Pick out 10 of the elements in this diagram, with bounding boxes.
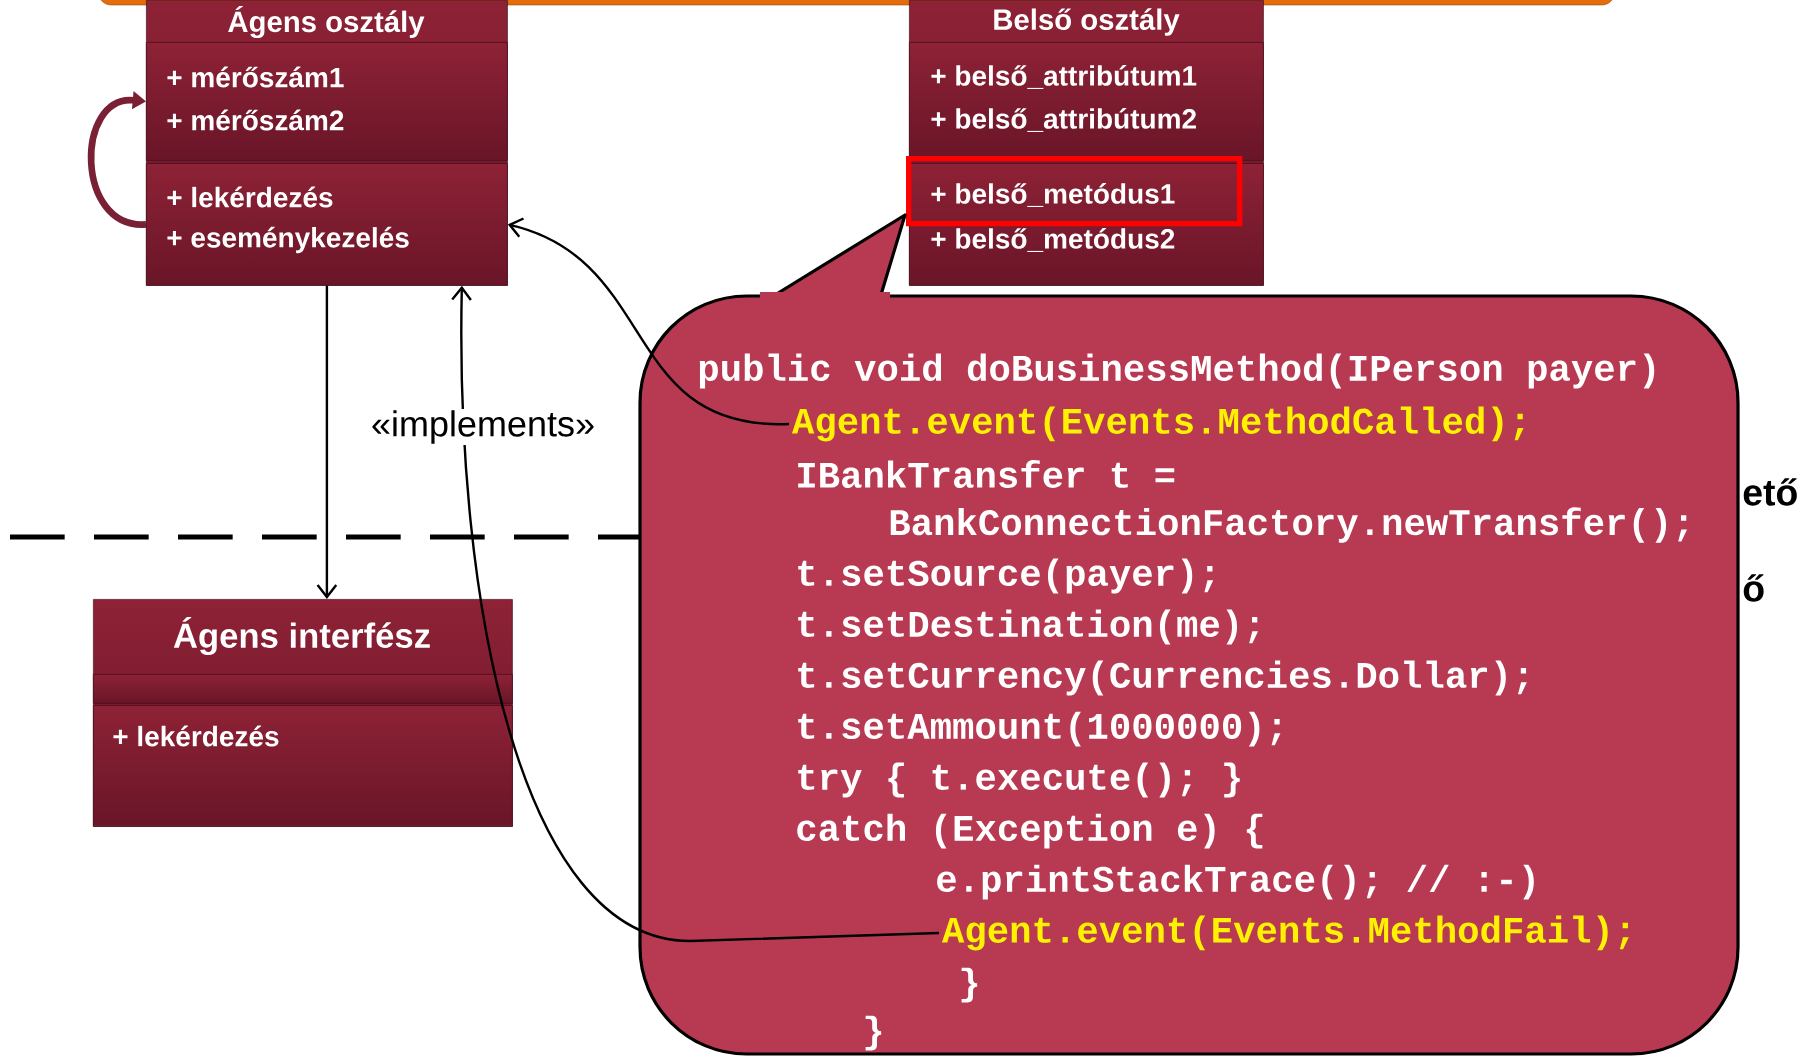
compartment — [93, 674, 513, 704]
compartment: + mérőszám1 + mérőszám2 — [146, 42, 508, 161]
compartment: + belső_attribútum1 + belső_attribútum2 — [909, 42, 1264, 161]
highlight-box: + belső_metódus1 — [906, 156, 1243, 227]
text-fragment: ő — [1743, 574, 1764, 602]
compartment: + lekérdezés + eseménykezelés — [146, 163, 508, 286]
text-fragment: ető — [1743, 478, 1797, 506]
arrow — [316, 285, 338, 599]
edge-label: «implements» — [369, 408, 597, 446]
arrow — [87, 91, 147, 228]
